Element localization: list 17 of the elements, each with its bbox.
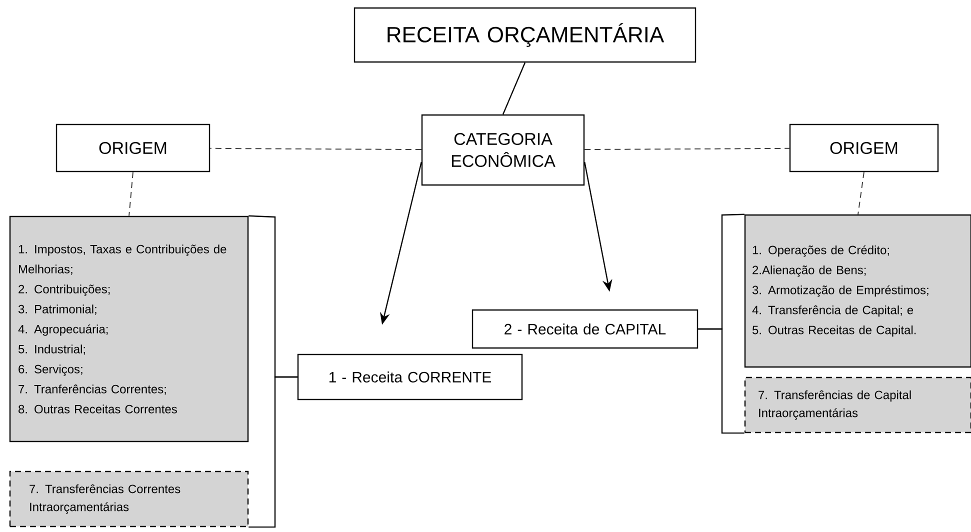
origin-box: ORIGEM: [789, 124, 939, 172]
dashed-line: [584, 148, 790, 150]
category-box: CATEGORIA ECONÔMICA: [421, 114, 585, 186]
dashed-line: [128, 172, 134, 216]
revenue-box: 2 - Receita de CAPITAL: [472, 309, 698, 349]
connector-line: [502, 62, 526, 115]
list-box: 1. Operações de Crédito; 2.Alienação de Bens; 3. Armotização de Empréstimos; 4. Transferência de Capital; e 5. Outras Receitas de Capital.: [744, 214, 971, 368]
dashed-line: [858, 172, 864, 215]
revenue-box: 1 - Receita CORRENTE: [297, 354, 523, 400]
origin-box: ORIGEM: [56, 124, 210, 172]
bracket-line: [698, 328, 744, 434]
list-box: 1. Impostos, Taxas e Contribuições de Melhorias; 2. Contribuições; 3. Patrimonial; 4. Agropecuária; 5. Industrial; 6. Serviços; 7. Tranferências Correntes; 8. Outras Receitas Correntes: [9, 216, 249, 442]
dashed-box: 7. Transferências de Capital Intraorçamentárias: [744, 376, 971, 434]
bracket-line: [248, 376, 298, 528]
dashed-box: 7. Transferências Correntes Intraorçamentárias: [9, 470, 249, 528]
title-box: RECEITA ORÇAMENTÁRIA: [354, 7, 696, 63]
dashed-line: [210, 148, 422, 150]
